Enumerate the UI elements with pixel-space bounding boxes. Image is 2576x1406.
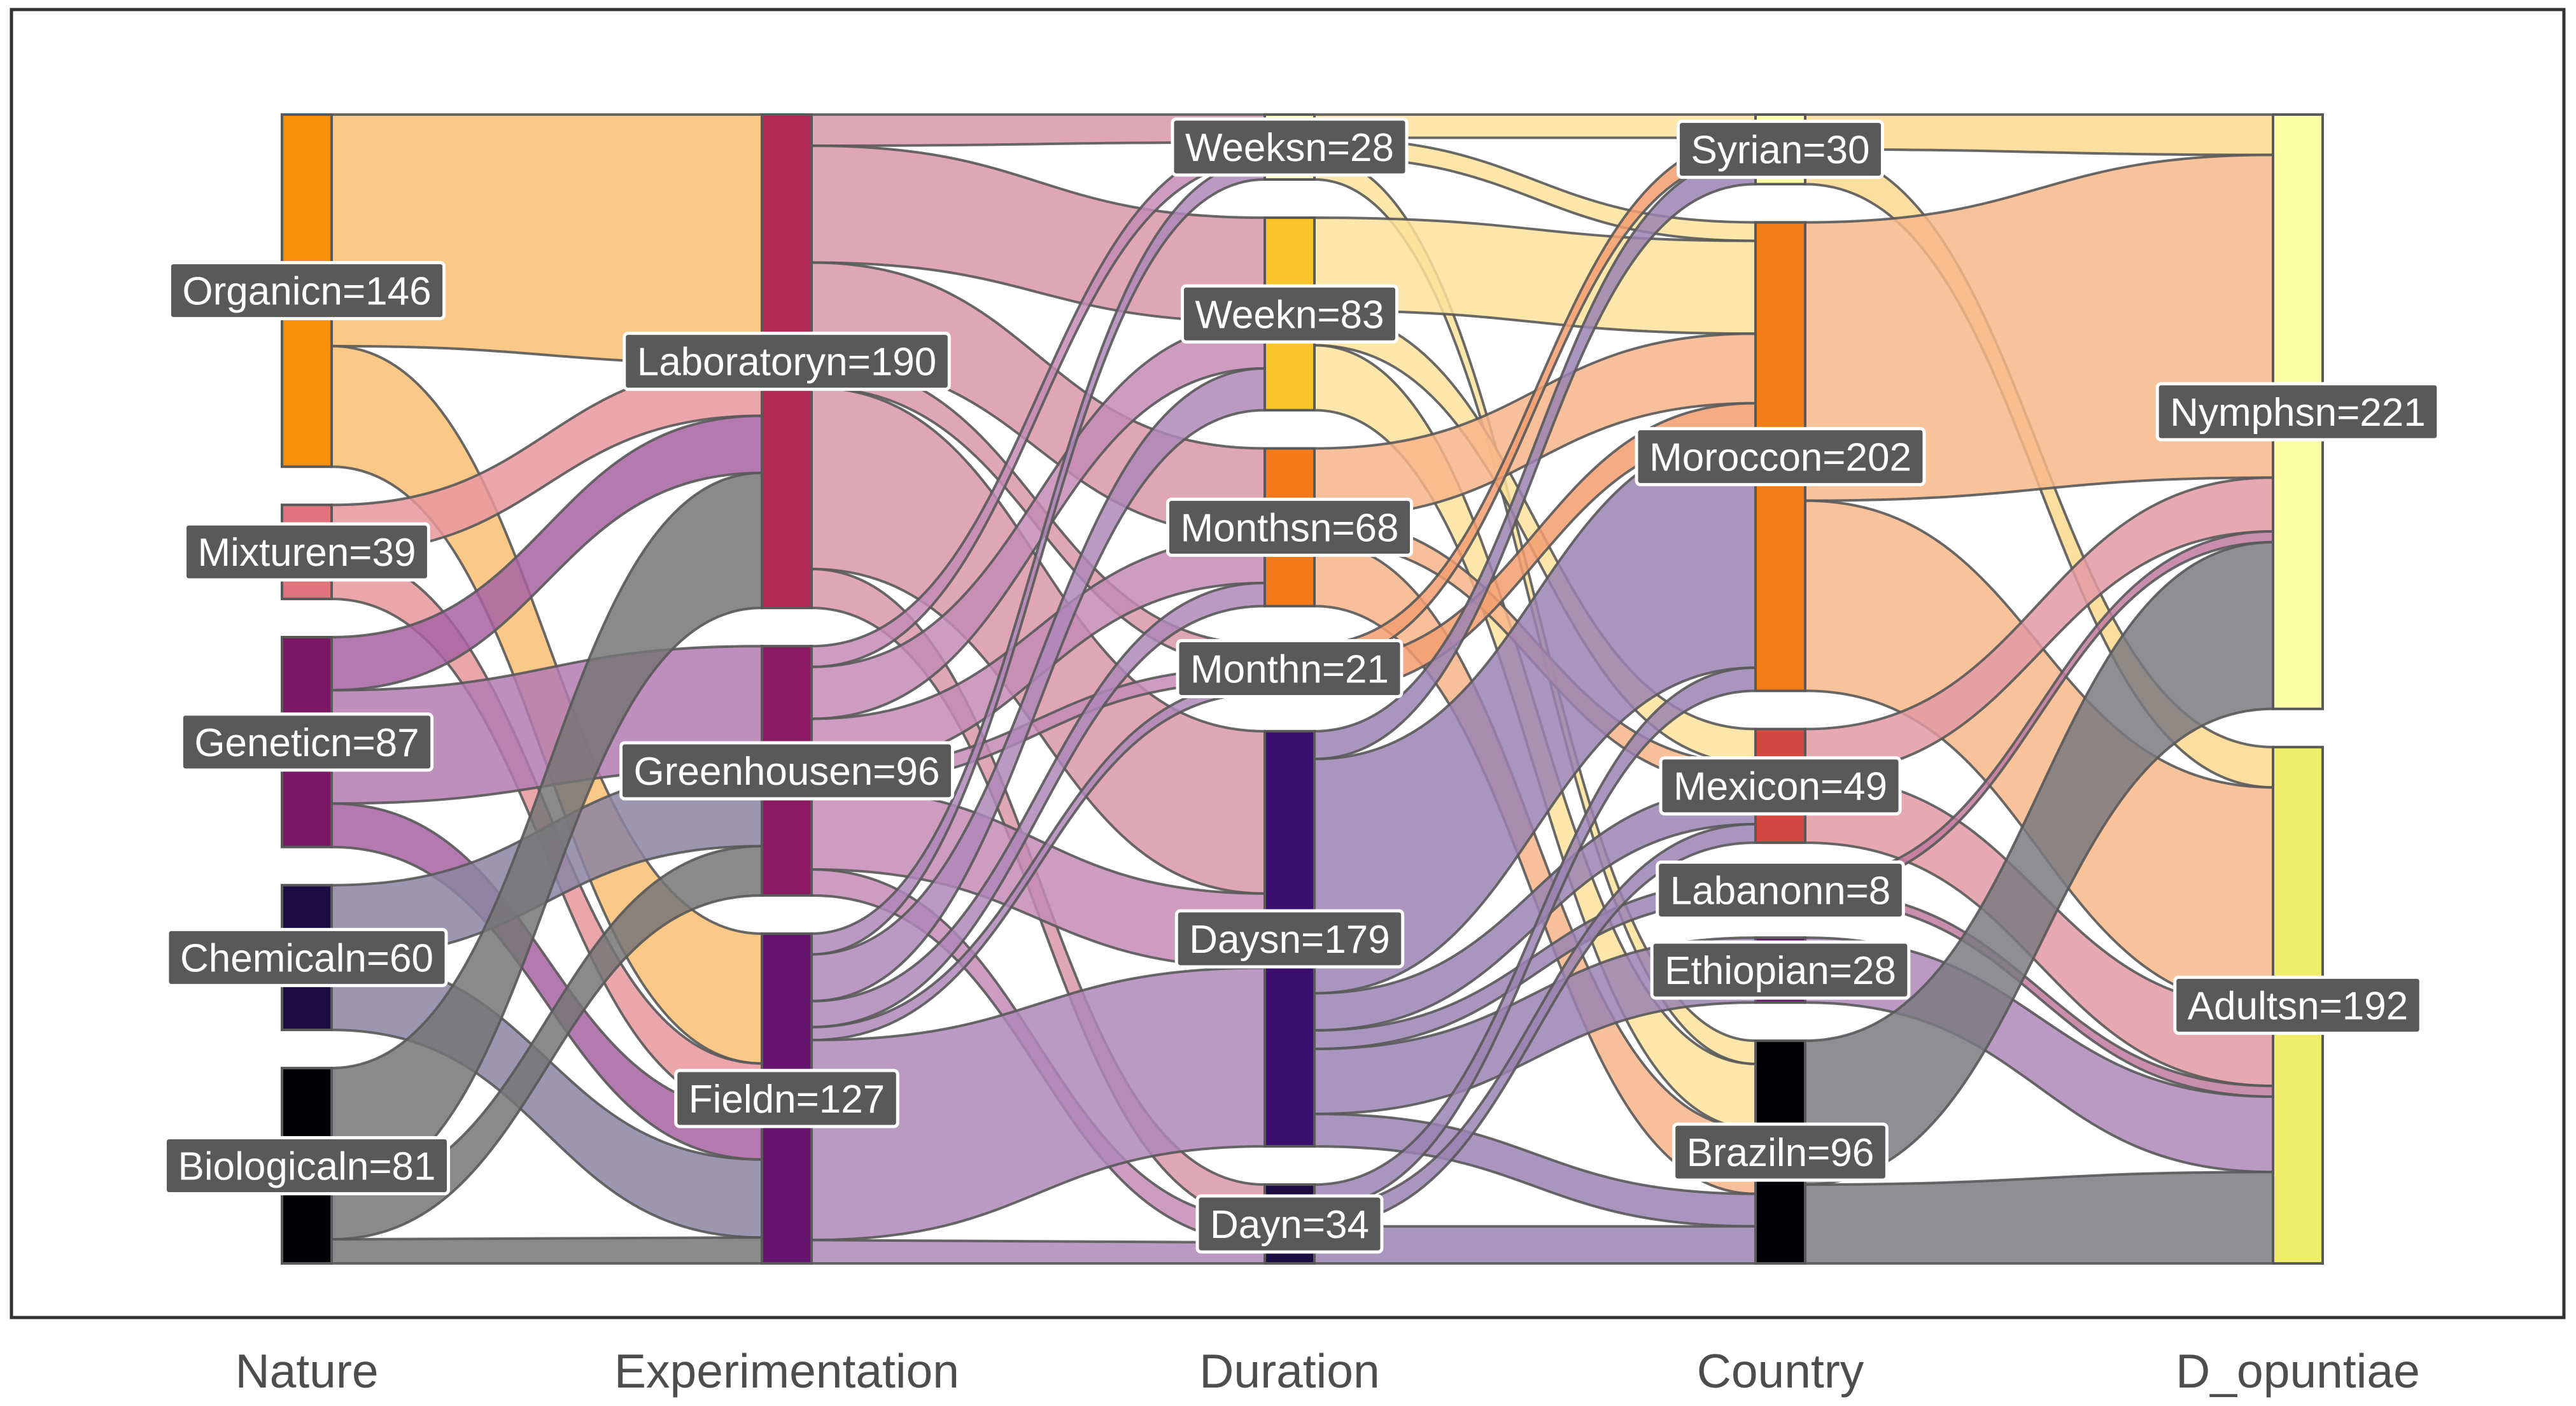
node-label-box [1176,639,1404,699]
node-label-syria: Syrian=30 [1677,120,1884,179]
node-label-text: Weeksn=28 [1185,126,1394,170]
node-label-genetic: Geneticn=87 [179,712,434,772]
node-label-text: Ethiopian=28 [1665,949,1896,993]
node-label-text: Organicn=146 [182,270,431,314]
node-label-text: Braziln=96 [1687,1131,1875,1175]
node-label-box [1635,426,1926,486]
node-label-morocco: Moroccon=202 [1635,426,1926,486]
node-label-box [167,261,446,321]
node-label-box [1195,1194,1384,1254]
axis-label-d-opuntiae: D_opuntiae [2176,1344,2420,1398]
node-label-text: Fieldn=127 [689,1078,885,1121]
node-label-text: Laboratoryn=190 [637,341,937,384]
flows-layer [330,113,2274,1265]
flow-brazil-to-adults [1804,1170,2274,1265]
node-label-nymphs: Nymphsn=221 [2155,382,2440,442]
axis-label-nature: Nature [235,1344,378,1398]
node-label-text: Geneticn=87 [194,721,419,765]
node-label-text: Daysn=179 [1189,918,1390,962]
node-label-box [2155,382,2440,442]
node-label-weeks: Weeksn=28 [1171,117,1409,177]
node-label-biological: Biologicaln=81 [163,1136,451,1196]
node-label-box [1180,284,1399,344]
node-label-text: Moroccon=202 [1649,435,1911,479]
node-label-box [1677,120,1884,179]
node-label-box [623,332,951,391]
node-label-box [165,927,448,987]
axis-label-duration: Duration [1199,1344,1379,1398]
node-label-months: Monthsn=68 [1166,497,1413,557]
node-label-box [674,1069,899,1128]
node-label-text: Mexicon=49 [1673,765,1887,809]
node-label-greenhouse: Greenhousen=96 [619,741,954,801]
node-label-text: Labanonn=8 [1670,869,1891,913]
flow-biological-to-field [330,1236,763,1265]
node-label-box [619,741,954,801]
node-label-month: Monthn=21 [1176,639,1404,699]
node-label-box [1659,756,1902,816]
axis-label-experimentation: Experimentation [614,1344,959,1398]
node-label-day: Dayn=34 [1195,1194,1384,1254]
node-label-week: Weekn=83 [1180,284,1399,344]
node-label-days: Daysn=179 [1174,909,1405,969]
node-label-text: Mixturen=39 [198,531,416,575]
node-label-chemical: Chemicaln=60 [165,927,448,987]
node-label-box [1166,497,1413,557]
axis-label-country: Country [1697,1344,1864,1398]
node-label-box [1171,117,1409,177]
node-label-box [2173,975,2423,1035]
node-label-text: Greenhousen=96 [634,750,940,794]
node-label-mexico: Mexicon=49 [1659,756,1902,816]
flow-organic-to-laboratory [330,113,763,365]
node-label-labanon: Labanonn=8 [1656,861,1905,920]
node-label-mixture: Mixturen=39 [183,522,430,582]
labels-layer: Organicn=146Mixturen=39Geneticn=87Chemic… [163,117,2440,1254]
node-label-organic: Organicn=146 [167,261,446,321]
node-label-text: Weekn=83 [1195,293,1384,337]
node-label-text: Syrian=30 [1691,129,1870,172]
node-label-ethiopia: Ethiopian=28 [1650,940,1911,1000]
node-label-text: Monthn=21 [1190,648,1389,692]
node-label-text: Monthsn=68 [1181,506,1399,550]
node-label-field: Fieldn=127 [674,1069,899,1128]
node-label-box [183,522,430,582]
node-label-box [163,1136,451,1196]
node-label-box [1672,1122,1889,1182]
axis-labels-layer: Nature Experimentation Duration Country D_op… [235,1344,2419,1398]
node-label-laboratory: Laboratoryn=190 [623,332,951,391]
node-label-text: Adultsn=192 [2188,984,2408,1028]
node-label-box [179,712,434,772]
node-label-box [1174,909,1405,969]
node-label-text: Nymphsn=221 [2170,391,2426,435]
node-label-box [1656,861,1905,920]
node-label-text: Biologicaln=81 [178,1145,435,1189]
node-label-box [1650,940,1911,1000]
node-label-text: Dayn=34 [1210,1203,1369,1247]
node-label-adults: Adultsn=192 [2173,975,2423,1035]
node-label-brazil: Braziln=96 [1672,1122,1889,1182]
node-label-text: Chemicaln=60 [180,936,433,980]
